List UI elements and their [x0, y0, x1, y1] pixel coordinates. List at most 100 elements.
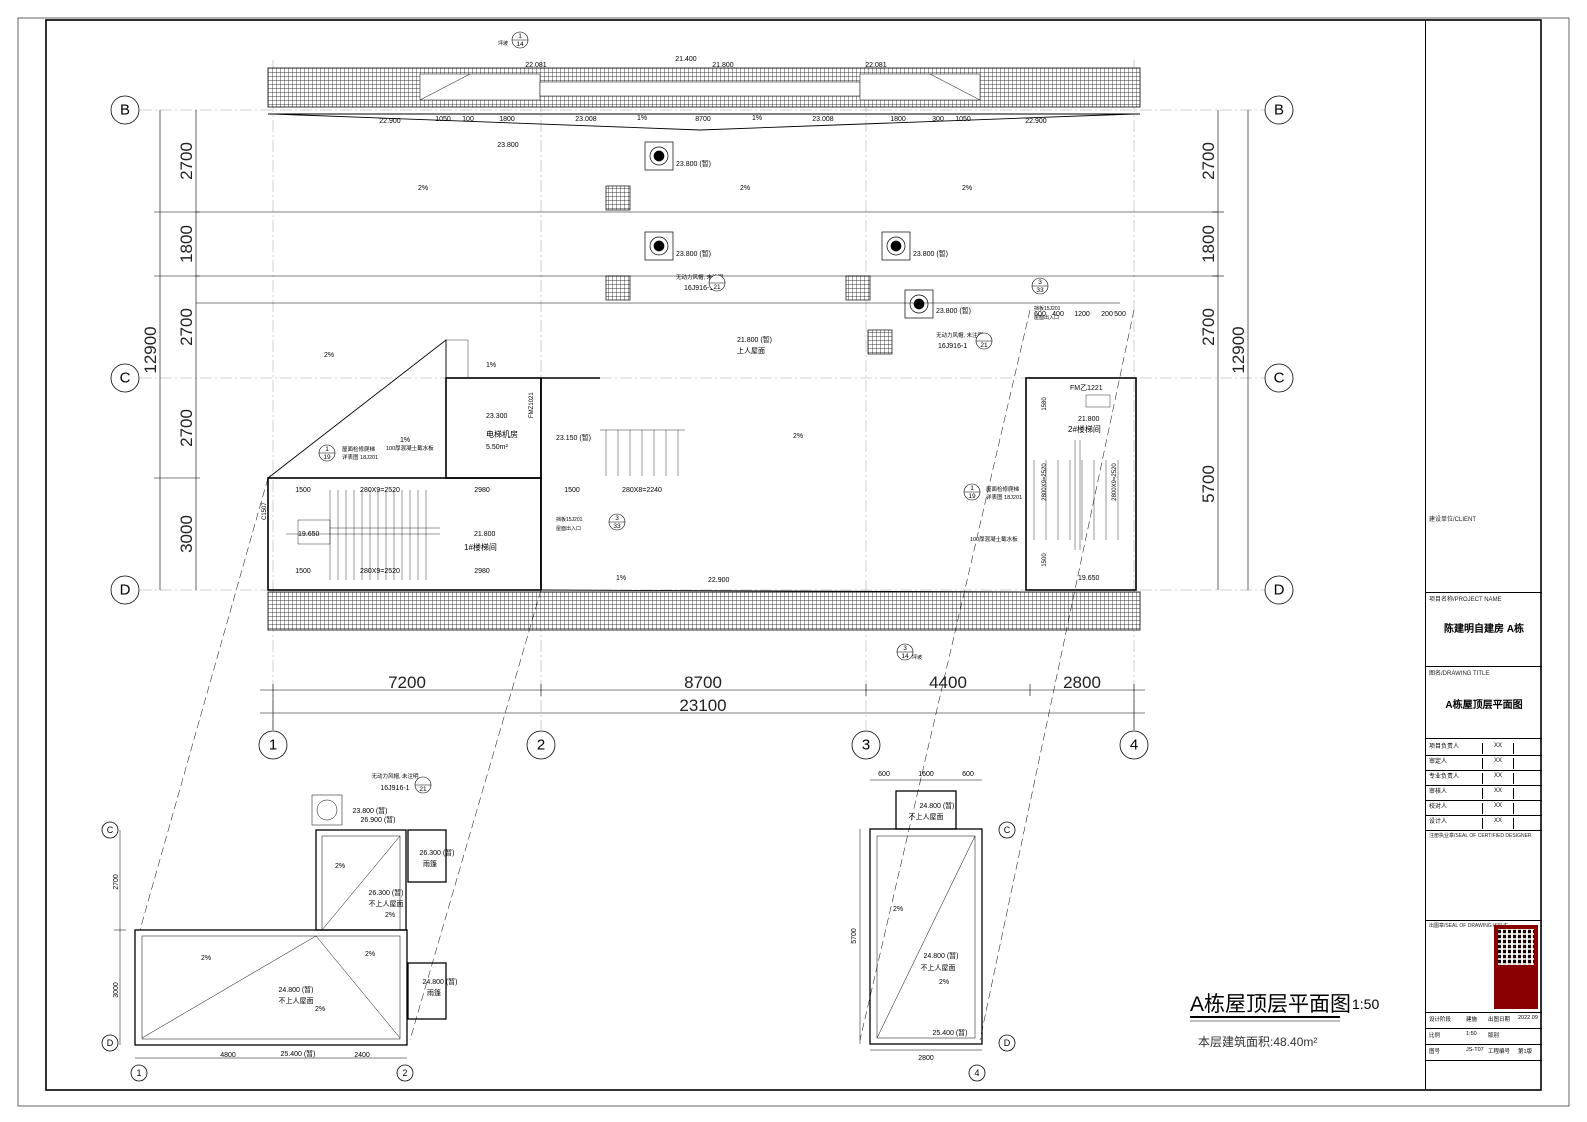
callout-33-b-d: 33 — [1036, 287, 1044, 294]
stair1-dim-4: 280X8=2240 — [622, 487, 662, 494]
top-dim-7: 1800 — [890, 116, 906, 123]
callout-119-b-d: 19 — [968, 493, 976, 500]
dl-main-elev: 24.800 (暂) — [278, 985, 313, 994]
dr-slope-2: 2% — [939, 979, 949, 986]
callout-21-b: 21 — [980, 342, 988, 349]
callout-119-b-n: 1 — [970, 485, 974, 492]
project-block: 项目名称/PROJECT NAME 陈建明自建房 A栋 — [1426, 592, 1542, 667]
stair1-dim-5: 1500 — [295, 568, 311, 575]
dl-fan-note: 无动力风帽, 未注明 — [371, 772, 419, 780]
qr-code-icon — [1494, 925, 1538, 1009]
dr-dim-top-2: 1600 — [918, 771, 934, 778]
slope-left: 2% — [324, 352, 334, 359]
check-note-2: 屋面检修爬梯 — [986, 485, 1020, 493]
outlet-ref-1: 屋面出入口 — [556, 525, 581, 532]
top-dim-4: 23.008 — [575, 116, 597, 123]
detail-axis-d-left: D — [107, 1038, 114, 1048]
dl-slope-4: 2% — [365, 951, 375, 958]
machine-room-label: 电梯机房 — [486, 429, 518, 439]
axis-3: 3 — [862, 737, 870, 754]
door-c: C1507 — [262, 502, 268, 520]
dl-canopy2-elev: 24.800 (暂) — [422, 977, 457, 986]
project-name: 陈建明自建房 A栋 — [1444, 624, 1524, 635]
meta-row-number: 图号 JS-T07 工程编号 第1版 — [1426, 1044, 1542, 1061]
fan-ref-1: 16J916-1 — [684, 285, 713, 292]
outlet-note-2: 挡板15J201 — [1034, 305, 1061, 312]
title-block: 建设单位/CLIENT 项目名称/PROJECT NAME 陈建明自建房 A栋 … — [1425, 20, 1542, 1090]
axis-b-left: B — [120, 102, 130, 119]
stair2-label: 2#楼梯间 — [1068, 424, 1101, 434]
client-block: 建设单位/CLIENT — [1426, 512, 1542, 593]
vent-elev-1: 23.800 (暂) — [676, 159, 711, 168]
roof-center-elev: 21.800 (暂) — [737, 335, 772, 344]
dr-main-elev: 24.800 (暂) — [923, 951, 958, 960]
stair2-elev: 21.800 — [1078, 416, 1100, 423]
callout-119-a-d: 19 — [323, 454, 331, 461]
top-dim-9: 1050 — [955, 116, 971, 123]
date-value: 2022.09 — [1518, 1015, 1538, 1021]
dim-left-3: 2700 — [177, 308, 196, 346]
dim-bottom-1: 7200 — [388, 673, 426, 692]
outlet-note-1: 挡板15J201 — [556, 516, 583, 523]
outlet-ref-2: 屋面出入口 — [1034, 314, 1059, 321]
slope-bottom: 1% — [616, 575, 626, 582]
dl-roof-note: 不上人屋面 — [369, 899, 404, 908]
axis-b-right: B — [1274, 102, 1284, 119]
slope-top-2: 1% — [752, 115, 762, 122]
dim-bottom-2: 8700 — [684, 673, 722, 692]
stage-value: 建施 — [1466, 1017, 1478, 1023]
fan-note-1: 无动力风帽, 未注明 — [676, 273, 724, 281]
dl-dim-side-1: 2700 — [113, 874, 120, 890]
client-label: 建设单位/CLIENT — [1429, 517, 1477, 523]
top-dim-0: 22.900 — [379, 118, 401, 125]
top-dim-6: 23.008 — [812, 116, 834, 123]
dr-top-note: 不上人屋面 — [909, 812, 944, 821]
dr-dim-bottom: 2800 — [918, 1055, 934, 1062]
drawing-label: 图名/DRAWING TITLE — [1429, 671, 1490, 677]
dim-right-1: 2700 — [1199, 142, 1218, 180]
number-label: 图号 — [1429, 1049, 1441, 1055]
door-fm: FMZ1021 — [529, 392, 535, 418]
axis-4: 4 — [1130, 737, 1138, 754]
drawing-name: A栋屋顶层平面图 — [1445, 700, 1523, 711]
vent-elev-3: 23.800 (暂) — [913, 249, 948, 258]
dl-roof-elev: 26.300 (暂) — [368, 888, 403, 897]
callout-21-a: 21 — [713, 284, 721, 291]
dl-vent-elev: 23.800 (暂) — [352, 806, 387, 815]
detail-axis-c-right: C — [1004, 825, 1011, 835]
detail-axis-c-left: C — [107, 825, 114, 835]
drawing-block: 图名/DRAWING TITLE A栋屋顶层平面图 — [1426, 666, 1542, 739]
slope-mid: 1% — [400, 437, 410, 444]
machine-room-area: 5.50m² — [486, 444, 508, 451]
machine-door-elev: 23.150 (暂) — [556, 433, 591, 442]
stage-label: 设计阶段 — [1429, 1017, 1452, 1023]
dim-left-5: 3000 — [177, 515, 196, 553]
top-dim-10: 22.900 — [1025, 118, 1047, 125]
stair1-dim-7: 2980 — [474, 568, 490, 575]
axis-1: 1 — [269, 737, 277, 754]
vent-elev-4: 23.800 (暂) — [936, 306, 971, 315]
elev-22081-a: 22.081 — [525, 62, 547, 69]
top-dim-8: 300 — [932, 116, 944, 123]
stair2-side-2: 1580 — [1042, 397, 1048, 411]
elev-21400: 21.400 — [675, 56, 697, 63]
dl-dim-bottom-2: 2400 — [354, 1052, 370, 1059]
check-ref-1: 详表图 18J201 — [342, 453, 378, 461]
detail-axis-1: 1 — [136, 1068, 141, 1078]
elev-21800-top: 21.800 — [712, 62, 734, 69]
callout-33-b-n: 3 — [1038, 279, 1042, 286]
parapet-note: 坪坡 — [498, 40, 508, 47]
callout-21-c: 21 — [419, 786, 427, 793]
dr-main-note: 不上人屋面 — [921, 963, 956, 972]
dl-slope-2: 2% — [385, 912, 395, 919]
parapet-note-2: 坪坡 — [912, 654, 922, 661]
dr-slope-1: 2% — [893, 906, 903, 913]
stair2-top-0: 600 — [1034, 311, 1046, 318]
elev-23800: 23.800 — [497, 142, 519, 149]
dl-main-note: 不上人屋面 — [279, 996, 314, 1005]
